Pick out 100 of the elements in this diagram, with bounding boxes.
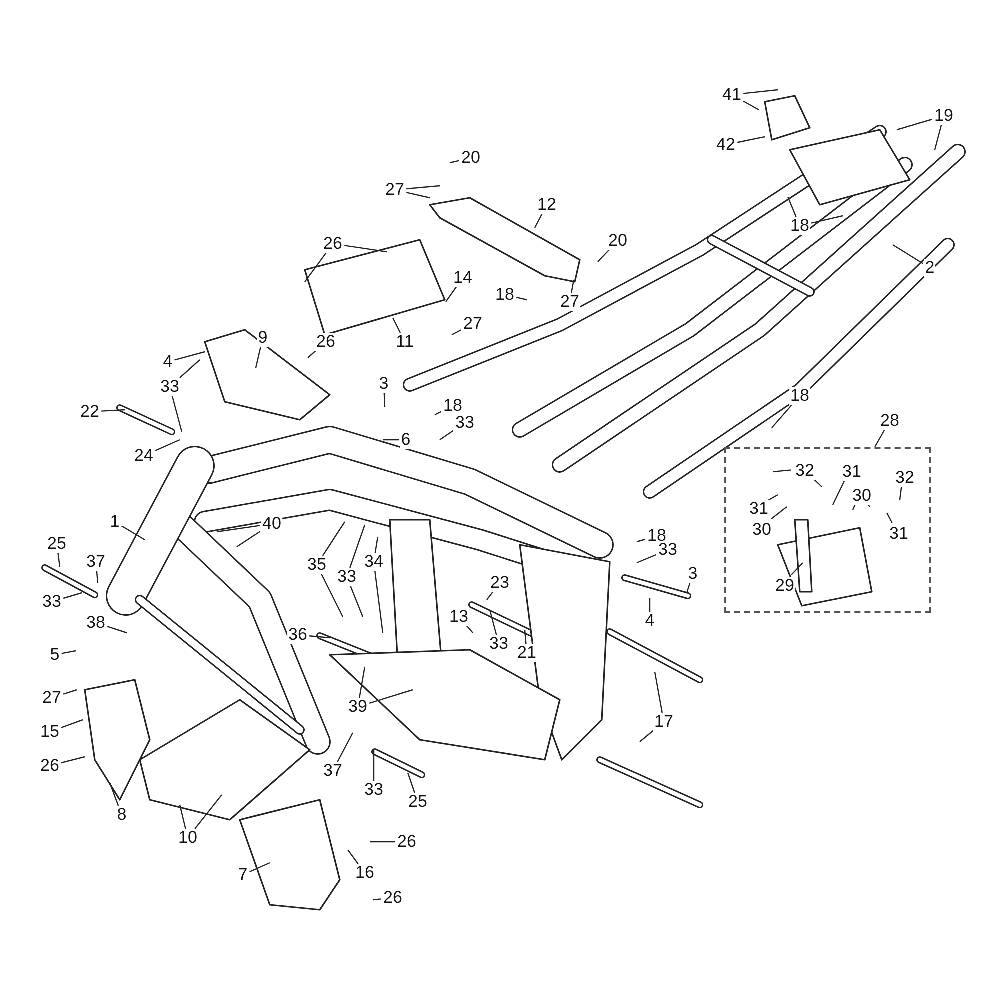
leader-line [743, 100, 760, 111]
leader-line [772, 404, 793, 428]
leader-line [446, 286, 458, 302]
leader-line [516, 297, 528, 301]
leader-line [383, 439, 400, 441]
leader-line [61, 719, 84, 728]
callout-number: 23 [490, 574, 510, 592]
leader-line [892, 244, 924, 264]
leader-line [489, 610, 498, 636]
leader-line [350, 586, 364, 618]
leader-line [374, 570, 384, 634]
leader-line [174, 351, 206, 361]
leader-line [406, 192, 430, 199]
leader-line [216, 525, 260, 533]
leader-line [122, 526, 146, 541]
callout-number: 14 [452, 269, 474, 287]
callout-number: 31 [842, 463, 862, 481]
leader-line [304, 252, 327, 282]
callout-number: 9 [257, 329, 269, 347]
callout-number: 19 [934, 107, 954, 125]
leader-line [899, 484, 902, 500]
leader-line [744, 89, 778, 94]
leader-line [250, 862, 270, 873]
leader-line [374, 536, 379, 554]
leader-line [320, 574, 344, 618]
callout-number: 34 [364, 553, 384, 571]
leader-line [450, 160, 460, 164]
callout-number: 13 [448, 608, 470, 626]
dashed-group-frame [724, 447, 931, 613]
leader-line [310, 636, 330, 639]
callout-number: 20 [608, 232, 628, 250]
callout-number: 18 [790, 387, 810, 405]
leader-line [406, 185, 440, 190]
leader-line [737, 136, 766, 144]
leader-line [791, 562, 804, 576]
leader-line [180, 360, 200, 378]
leader-line [308, 350, 316, 358]
leader-line [369, 689, 414, 704]
leader-line [337, 732, 354, 762]
callout-number: 3 [687, 565, 699, 583]
leader-line [874, 430, 886, 448]
leader-line [348, 850, 359, 864]
leader-line [63, 689, 78, 695]
leader-line [58, 552, 61, 568]
leader-line [640, 730, 654, 742]
leader-line [372, 898, 382, 901]
leader-line [434, 411, 442, 416]
leader-line [350, 524, 366, 568]
callout-number: 6 [400, 431, 412, 449]
leader-line [359, 666, 366, 698]
leader-line [812, 478, 822, 488]
leader-line [407, 772, 416, 794]
leader-line [322, 522, 346, 556]
leader-line [440, 430, 454, 440]
leader-line [392, 318, 402, 334]
leader-line [155, 439, 180, 452]
leader-line [172, 396, 183, 432]
leader-line [373, 750, 375, 781]
leader-line [96, 570, 99, 584]
callout-number: 21 [516, 644, 538, 662]
callout-number: 12 [536, 196, 558, 214]
leader-line [571, 280, 575, 294]
leader-line [886, 512, 893, 524]
leader-line [236, 531, 261, 548]
callout-number: 2 [924, 259, 936, 277]
leader-line [598, 250, 610, 262]
callout-number: 33 [160, 378, 180, 396]
callout-number: 36 [288, 626, 308, 644]
callout-number: 33 [336, 568, 358, 586]
leader-line [832, 478, 846, 506]
leader-line [63, 592, 82, 600]
leader-line [109, 782, 120, 806]
leader-line [61, 756, 86, 764]
leader-line [787, 196, 797, 218]
leader-line [102, 409, 126, 412]
callout-number: 35 [306, 556, 328, 574]
callout-number: 32 [794, 462, 816, 480]
callout-number: 26 [316, 333, 336, 351]
leader-line [768, 494, 778, 501]
leader-line [486, 592, 494, 600]
leader-line [179, 804, 186, 830]
leader-line [107, 626, 128, 634]
callout-number: 30 [852, 487, 872, 505]
leader-line [384, 392, 386, 408]
leader-line [686, 582, 691, 594]
leader-line [534, 214, 543, 228]
leader-line [344, 245, 388, 253]
leader-line [255, 346, 262, 368]
callout-number: 28 [880, 412, 900, 430]
callout-number: 25 [46, 535, 68, 553]
leader-line [62, 650, 76, 654]
leader-line [649, 598, 651, 612]
leader-line [370, 841, 396, 843]
leader-line [896, 118, 933, 131]
callout-number: 26 [322, 235, 344, 253]
leader-line [771, 506, 788, 520]
callout-number: 32 [894, 469, 916, 487]
leader-line [452, 330, 462, 336]
callout-number: 27 [560, 293, 580, 311]
leader-line [636, 554, 657, 564]
